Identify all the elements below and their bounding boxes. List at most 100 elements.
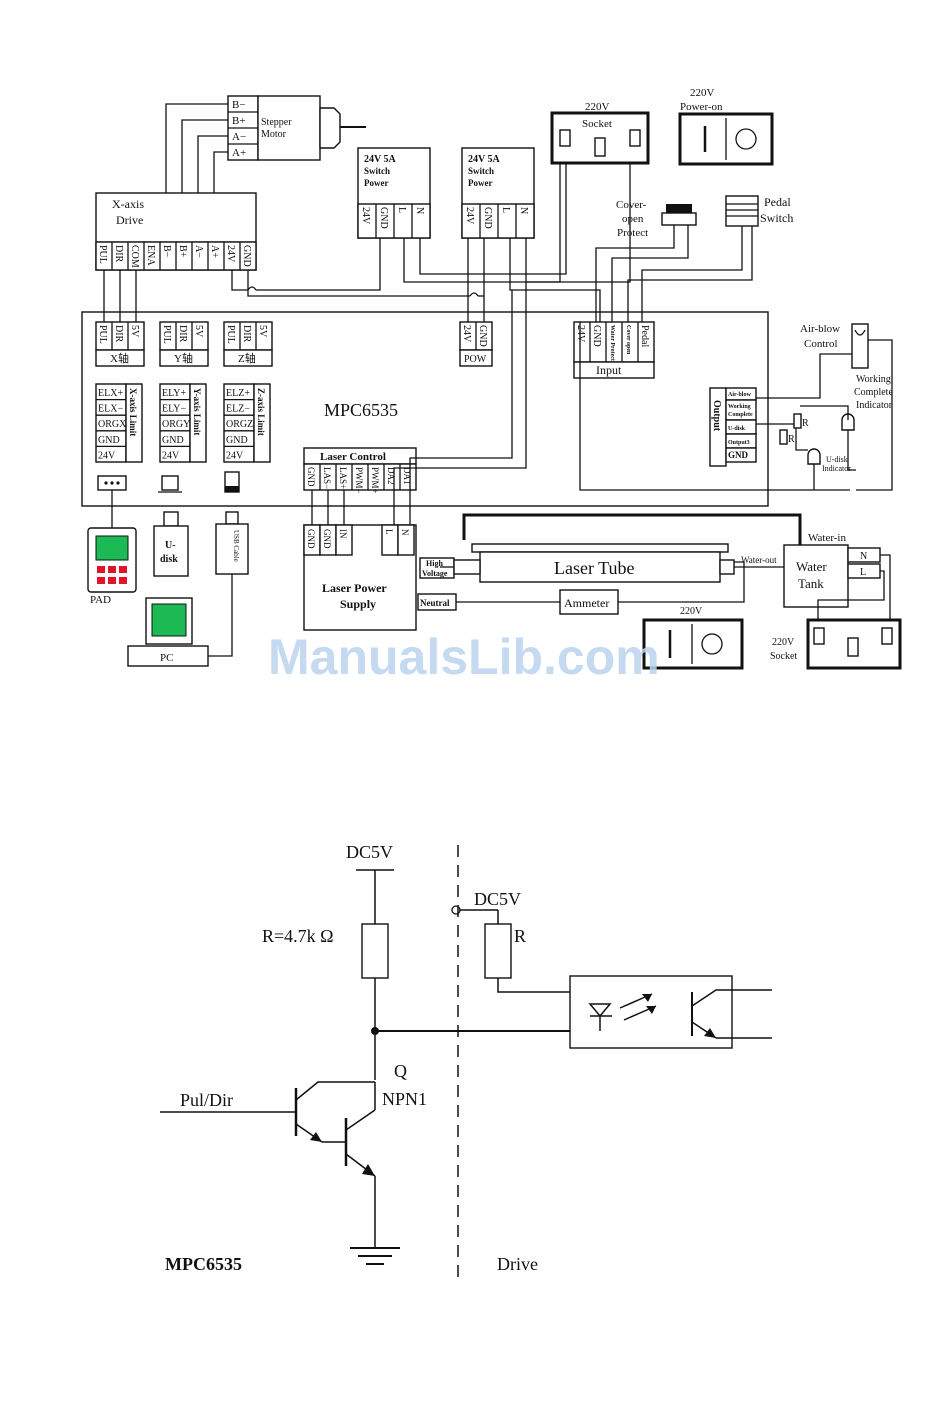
z_limit-pin-1: ELZ− xyxy=(226,404,250,415)
udisk-label-2: disk xyxy=(160,554,178,565)
lps-hv-2: Voltage xyxy=(422,569,448,578)
x-drive-label-2: Drive xyxy=(116,213,143,227)
stepper-pin-b-plus: B+ xyxy=(232,115,246,127)
xdrive-pin-3: ENA xyxy=(145,245,156,266)
pedal-label-1: Pedal xyxy=(764,195,791,209)
y_port-pin-1: DIR xyxy=(177,325,188,343)
input-pin-4: Pedal xyxy=(639,325,650,347)
z_limit-pin-0: ELZ+ xyxy=(226,388,250,399)
dc5v-right-label: DC5V xyxy=(474,889,521,909)
power-on-top-label-2: Power-on xyxy=(680,101,723,113)
z_limit-pin-3: GND xyxy=(226,435,248,446)
laser-control-pin-1: LAS− xyxy=(322,467,332,489)
xdrive-pin-1: DIR xyxy=(113,245,124,263)
laser-control-pin-5: DA2 xyxy=(386,467,396,485)
xdrive-pin-6: A− xyxy=(193,245,204,258)
working-label-2: Complete xyxy=(854,387,893,398)
y_limit-pin-4: 24V xyxy=(162,450,180,461)
laser-control-title: Laser Control xyxy=(320,451,386,463)
psu1-pin-0: 24V xyxy=(360,207,371,225)
udisk-port-icon xyxy=(158,475,182,493)
pc-label: PC xyxy=(160,652,173,664)
socket-top-label-2: Socket xyxy=(582,118,612,130)
psu2-label-1: 24V 5A xyxy=(468,154,501,165)
cover-open-protect: Cover- open Protect xyxy=(616,199,697,239)
working-label-3: Indicator xyxy=(856,400,893,411)
power-on-bottom-label-1: 220V xyxy=(680,606,703,617)
psu2-label-3: Power xyxy=(468,178,493,188)
output-title: Output xyxy=(711,400,722,432)
output-pin-1-line-1: Complete xyxy=(728,412,753,418)
z_port-pin-1: DIR xyxy=(241,325,252,343)
z_limit-pin-2: ORGZ xyxy=(226,419,253,430)
cover-label-2: open xyxy=(622,213,644,225)
laser-control-pin-2: LAS+ xyxy=(338,467,348,489)
water-label-1: Water xyxy=(796,559,827,574)
power-on-bottom: 220V power-on xyxy=(642,606,744,670)
x_port-pin-0: PUL xyxy=(97,325,108,344)
z_limit-label: Z-axis Limit xyxy=(256,388,266,436)
lps-pin-2: IN xyxy=(338,529,348,539)
y_limit-pin-2: ORGY xyxy=(162,419,190,430)
resistor-label: R=4.7k Ω xyxy=(262,926,334,946)
xdrive-pin-7: A+ xyxy=(209,245,220,258)
controller-name: MPC6535 xyxy=(324,400,398,420)
serial-port-icon xyxy=(97,475,127,491)
pow-pin-1: GND xyxy=(477,325,488,347)
pedal-switch: Pedal Switch xyxy=(725,195,793,227)
pow-pin-0: 24V xyxy=(461,325,472,343)
socket-bottom-label-2: Socket xyxy=(770,651,797,662)
stepper-label-1: Stepper xyxy=(261,117,292,128)
cover-label-3: Protect xyxy=(617,227,648,239)
water-out-label: Water-out xyxy=(741,555,777,565)
socket-top-label-1: 220V xyxy=(585,101,610,113)
input-pin-3: Cover open xyxy=(625,325,631,355)
working-label-1: Working xyxy=(856,374,891,385)
pad-label: PAD xyxy=(90,594,111,606)
psu2-pin-0: 24V xyxy=(464,207,475,225)
udisk-ind-label-1: U-disk xyxy=(826,455,848,464)
board-wires xyxy=(103,163,850,525)
npn-label: NPN1 xyxy=(382,1089,427,1109)
stepper-pin-a-minus: A− xyxy=(232,131,246,143)
x_limit-label: X-axis Limit xyxy=(128,388,138,436)
lps-neutral: Neutral xyxy=(420,598,450,608)
stepper-pin-b-minus: B− xyxy=(232,99,246,111)
x_limit-pin-0: ELX+ xyxy=(98,388,123,399)
socket-bottom: 220V Socket xyxy=(770,618,902,670)
input-pin-1: GND xyxy=(591,325,602,347)
stepper-pin-a-plus: A+ xyxy=(232,147,246,159)
lps-pin-3: L xyxy=(384,529,394,535)
q-label: Q xyxy=(394,1061,407,1081)
x_limit-pin-4: 24V xyxy=(98,450,116,461)
psu1-label-1: 24V 5A xyxy=(364,154,397,165)
usb-cable: USB Cable xyxy=(208,511,249,657)
output-pin-0: Air-blow xyxy=(728,392,751,398)
water-tank: Water Tank N L Water-in Water-out xyxy=(734,532,891,636)
output-pin-2: U-disk xyxy=(728,426,746,432)
xdrive-pin-0: PUL xyxy=(97,245,108,264)
laser-tube-label: Laser Tube xyxy=(554,558,635,578)
x_port-label: X轴 xyxy=(110,351,129,365)
pc-device: PC xyxy=(127,597,209,667)
laser-control-pin-6: DA1 xyxy=(402,467,412,485)
usb-port-icon xyxy=(224,471,240,493)
z-axis-limit: ELZ+ ELZ− ORGZ GND 24V Z-axis Limit xyxy=(223,383,271,463)
z_limit-pin-4: 24V xyxy=(226,450,244,461)
pull-up-resistors: R R xyxy=(779,413,809,445)
x_port-pin-2: 5V xyxy=(129,325,140,338)
airblow-label-1: Air-blow xyxy=(800,323,840,335)
mpc6535-circuit-label: MPC6535 xyxy=(165,1254,242,1274)
pad-device: PAD xyxy=(87,490,137,606)
udisk-label-1: U- xyxy=(165,540,176,551)
psu1-pin-3: N xyxy=(414,207,425,214)
